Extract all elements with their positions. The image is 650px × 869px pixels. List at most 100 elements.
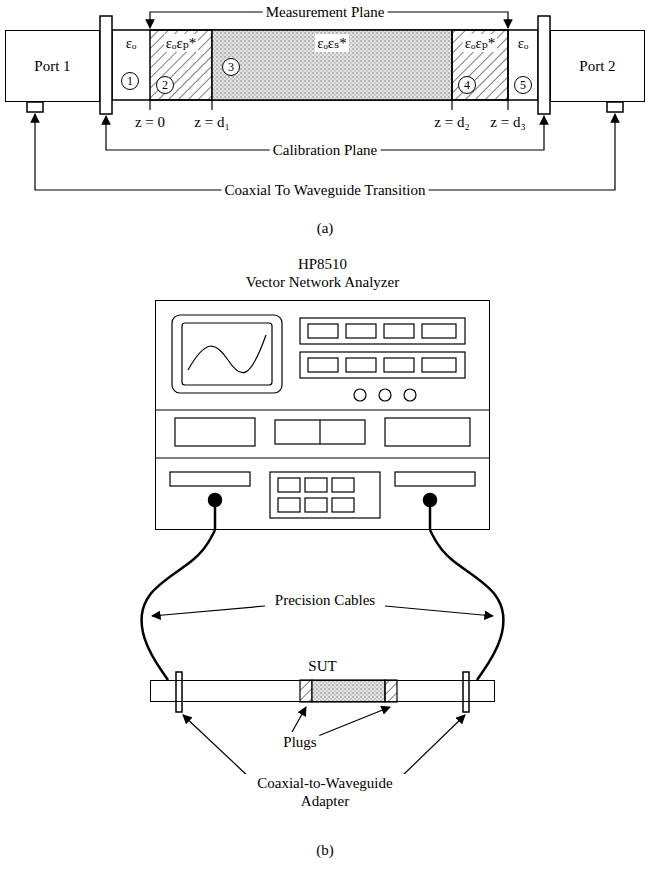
plane-label: Calibration Plane	[270, 141, 381, 159]
leader-arrow	[400, 715, 465, 778]
node-text: 2	[162, 78, 168, 92]
node-text: εₒ	[516, 34, 531, 52]
leader-arrow	[35, 12, 615, 190]
position-label: z = d₂	[431, 113, 472, 131]
analyzer-front-panel	[300, 352, 465, 378]
position-tick	[507, 100, 508, 110]
analyzer-front-panel	[422, 324, 456, 338]
cable-jack	[214, 506, 217, 530]
port-connector	[27, 102, 623, 112]
position-label: z = d₁	[191, 113, 232, 131]
region-number: 5	[514, 76, 532, 94]
precision-cable	[142, 530, 215, 680]
position-label: z = d₃	[487, 113, 528, 131]
analyzer-front-panel	[275, 420, 365, 444]
analyzer-front-panel	[308, 324, 338, 338]
waveguide-tube	[112, 30, 538, 100]
cable-jack	[209, 494, 436, 530]
position-tick	[451, 100, 452, 110]
position-label: z = 0	[132, 113, 168, 131]
port-connector	[27, 102, 43, 112]
waveguide-tube	[150, 30, 212, 100]
plane-label: Measurement Plane	[263, 3, 388, 21]
analyzer-front-panel	[182, 323, 272, 385]
analyzer-front-panel	[305, 498, 327, 512]
region-number: 3	[222, 58, 240, 76]
leader-arrow	[152, 606, 265, 616]
waveguide-tube	[507, 30, 509, 100]
analyzer-front-panel	[379, 389, 391, 401]
node-text: Port 2	[579, 57, 615, 75]
analyzer-front-panel	[155, 457, 490, 458]
adapter-label: Coaxial-to-Waveguide Adapter	[242, 774, 408, 810]
cable-jack	[429, 506, 432, 530]
waveguide-tube	[112, 30, 538, 100]
analyzer-front-panel	[332, 478, 354, 492]
subfigure-label: (b)	[313, 841, 337, 859]
adapter-flange	[176, 672, 182, 712]
leader-arrow	[385, 606, 493, 616]
analyzer-front-panel	[385, 418, 470, 446]
analyzer-front-panel	[172, 315, 282, 393]
node-text: 1	[127, 74, 133, 88]
analyzer-front-panel	[354, 389, 366, 401]
subfigure-label: (a)	[314, 219, 337, 237]
analyzer-front-panel	[278, 478, 300, 492]
waveguide-tube	[452, 30, 508, 100]
analyzer-front-panel	[278, 498, 300, 512]
region-number: 1	[121, 72, 139, 90]
node-text: εₒεₛ*	[315, 34, 348, 52]
sample-holder	[312, 680, 385, 702]
sample-holder	[385, 680, 397, 702]
analyzer-front-panel	[300, 318, 465, 344]
node-text: Port 1	[34, 57, 70, 75]
adapter-flange	[176, 672, 469, 712]
cable-jack	[209, 494, 221, 506]
leader-arrow	[318, 707, 390, 736]
port-box: Port 2	[550, 30, 645, 102]
analyzer-front-panel	[395, 472, 475, 486]
analyzer-front-panel	[155, 409, 490, 410]
node-text: εₒεₚ*	[164, 34, 198, 52]
network-analyzer: HP8510Vector Network Analyzer	[155, 300, 490, 530]
analyzer-front-panel	[305, 478, 327, 492]
region-number: 4	[458, 76, 476, 94]
leader-arrow	[152, 606, 493, 778]
region-band: εₒ 5	[508, 30, 538, 100]
node-text: Vector Network Analyzer	[246, 273, 399, 291]
cable-jack	[424, 494, 436, 506]
port-connector	[607, 102, 623, 112]
plug-region: εₒεₚ*4	[452, 30, 508, 100]
position-tick	[150, 100, 508, 110]
analyzer-front-panel	[308, 358, 338, 372]
node-text: SUT	[308, 657, 336, 675]
sample-region: εₒεₛ* 3	[212, 30, 452, 100]
sample-holder	[300, 680, 397, 702]
region-band: εₒ 1	[112, 30, 150, 100]
plug-region: εₒεₚ* 2	[150, 30, 212, 100]
position-tick	[149, 100, 150, 110]
port-box: Port 1	[5, 30, 100, 102]
precision-cable	[430, 530, 503, 680]
analyzer-front-panel	[404, 389, 416, 401]
sample-under-test: SUT	[150, 680, 495, 702]
flange	[100, 16, 550, 114]
waveguide-tube	[212, 30, 452, 100]
node-text: HP8510	[298, 255, 347, 273]
analyzer-front-panel	[422, 358, 456, 372]
analyzer-front-panel	[155, 315, 490, 518]
node-text: εₒ	[124, 34, 139, 52]
position-tick	[211, 100, 212, 110]
analyzer-front-panel	[384, 358, 414, 372]
leader-arrow	[292, 707, 306, 732]
flange	[100, 16, 112, 114]
node-text: 5	[520, 78, 526, 92]
node-text: 4	[464, 78, 470, 92]
analyzer-front-panel	[346, 324, 376, 338]
adapter-flange	[463, 672, 469, 712]
analyzer-front-panel	[319, 420, 320, 444]
analyzer-front-panel	[170, 472, 250, 486]
